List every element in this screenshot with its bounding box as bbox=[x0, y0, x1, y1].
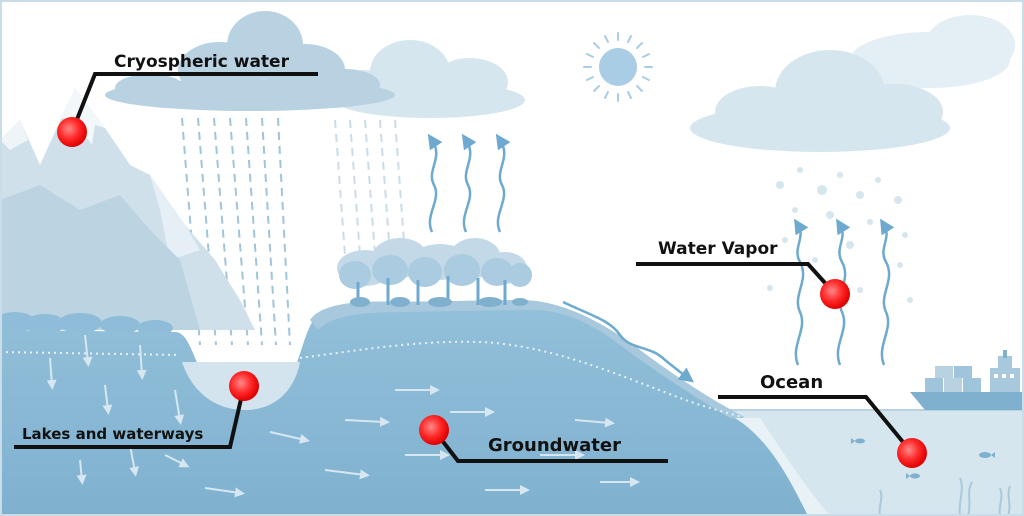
groundwater-flow-arrows bbox=[46, 334, 640, 498]
cargo-ship-icon bbox=[910, 350, 1024, 410]
marker-ocean bbox=[897, 438, 927, 468]
ocean-shelf bbox=[735, 418, 830, 516]
marker-water-vapor bbox=[820, 279, 850, 309]
seaweed bbox=[878, 477, 1011, 516]
marker-groundwater bbox=[419, 415, 449, 445]
label-cryospheric-water: Cryospheric water bbox=[114, 52, 290, 72]
leader-ocean bbox=[718, 395, 914, 455]
sun-icon bbox=[583, 32, 653, 102]
label-water-vapor: Water Vapor bbox=[658, 239, 778, 259]
label-ocean: Ocean bbox=[760, 372, 823, 393]
label-lakes-and-waterways: Lakes and waterways bbox=[22, 425, 203, 443]
cloud-right-front bbox=[690, 50, 950, 152]
rain-streaks-light bbox=[334, 119, 406, 256]
bushes-left bbox=[0, 312, 173, 336]
snow-dots bbox=[767, 167, 913, 303]
marker-cryospheric bbox=[57, 117, 87, 147]
tree-icon bbox=[337, 238, 532, 307]
evaporation-arrows-land bbox=[427, 133, 511, 233]
water-table-line bbox=[0, 340, 746, 419]
hill-surface bbox=[310, 300, 750, 420]
label-groundwater: Groundwater bbox=[488, 435, 621, 456]
leader-lakes bbox=[14, 385, 246, 449]
leader-cryospheric bbox=[70, 72, 318, 133]
runoff-arrow bbox=[562, 300, 694, 383]
fish-icon bbox=[851, 438, 995, 479]
marker-lakes bbox=[229, 371, 259, 401]
cloud-left bbox=[105, 11, 395, 111]
cloud-right-back bbox=[830, 15, 1015, 90]
